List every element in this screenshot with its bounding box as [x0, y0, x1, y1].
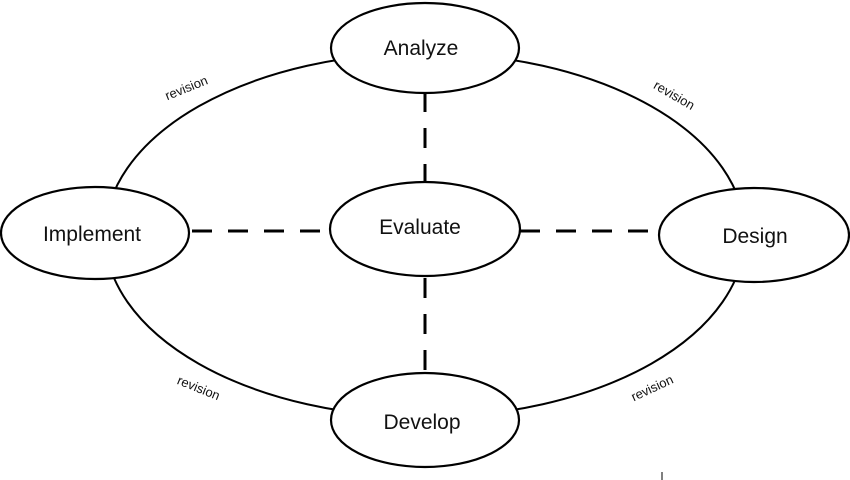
- node-implement-label: Implement: [43, 223, 141, 246]
- node-evaluate-label: Evaluate: [379, 216, 461, 239]
- node-evaluate-shape: [328, 180, 522, 278]
- node-develop: Develop: [329, 371, 521, 469]
- node-design: Design: [657, 186, 850, 284]
- edge-label-implement-analyze: revision: [163, 72, 210, 103]
- node-design-shape: [657, 186, 850, 284]
- edge-label-analyze-design: revision: [651, 77, 697, 112]
- node-implement: Implement: [0, 185, 191, 281]
- node-analyze: Analyze: [329, 1, 521, 95]
- node-design-label: Design: [722, 225, 787, 248]
- node-develop-shape: [329, 371, 521, 469]
- node-analyze-shape: [329, 1, 521, 95]
- node-evaluate: Evaluate: [328, 180, 522, 278]
- edge-label-develop-implement: revision: [175, 372, 222, 403]
- node-analyze-label: Analyze: [384, 37, 459, 60]
- node-implement-shape: [0, 185, 191, 281]
- edge-label-design-develop: revision: [629, 372, 676, 405]
- node-develop-label: Develop: [383, 411, 460, 434]
